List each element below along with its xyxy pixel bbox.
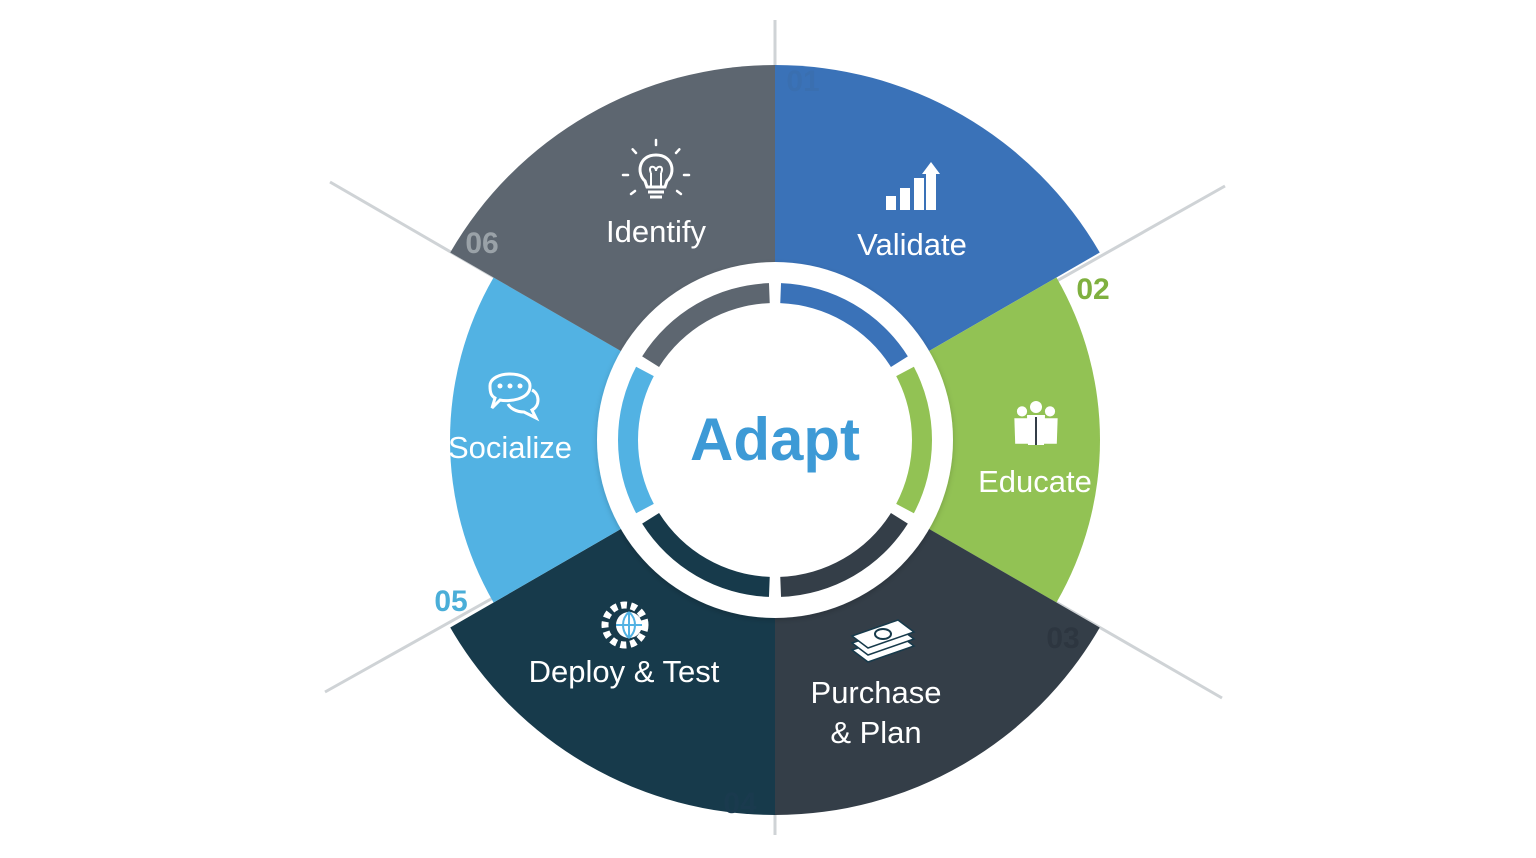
lightbulb-icon	[621, 138, 691, 199]
segment-label: Deploy & Test	[529, 654, 720, 689]
step-number: 05	[434, 585, 467, 618]
center-disc	[641, 306, 909, 574]
segment-label: Identify	[606, 214, 706, 249]
segment-label: Validate	[857, 227, 967, 262]
inner-arc-2	[896, 366, 932, 514]
inner-arc-4	[642, 513, 770, 597]
chat-bubbles-icon	[488, 372, 540, 422]
step-numbers: 01 02 03 04 05 06	[434, 65, 1109, 820]
people-group-icon	[1014, 401, 1058, 445]
step-number: 02	[1076, 273, 1109, 306]
money-stack-icon	[850, 619, 916, 663]
segment-label: Socialize	[448, 430, 572, 465]
inner-arc-3	[780, 513, 908, 597]
segment-label: & Plan	[830, 715, 921, 750]
step-number: 06	[465, 227, 498, 260]
segment-label: Purchase	[811, 675, 942, 710]
center-hub: Adapt	[597, 262, 953, 618]
inner-arc-5	[618, 366, 654, 514]
inner-arc-6	[642, 283, 770, 367]
gear-globe-icon	[601, 601, 649, 649]
inner-arc-1	[780, 283, 908, 367]
step-number: 04	[723, 787, 757, 820]
step-number: 01	[786, 65, 819, 98]
step-number: 03	[1046, 622, 1079, 655]
bar-chart-arrow-icon	[886, 162, 940, 210]
inner-ring-arcs	[618, 283, 932, 597]
center-title: Adapt	[690, 406, 860, 473]
segment-label: Educate	[978, 464, 1092, 499]
